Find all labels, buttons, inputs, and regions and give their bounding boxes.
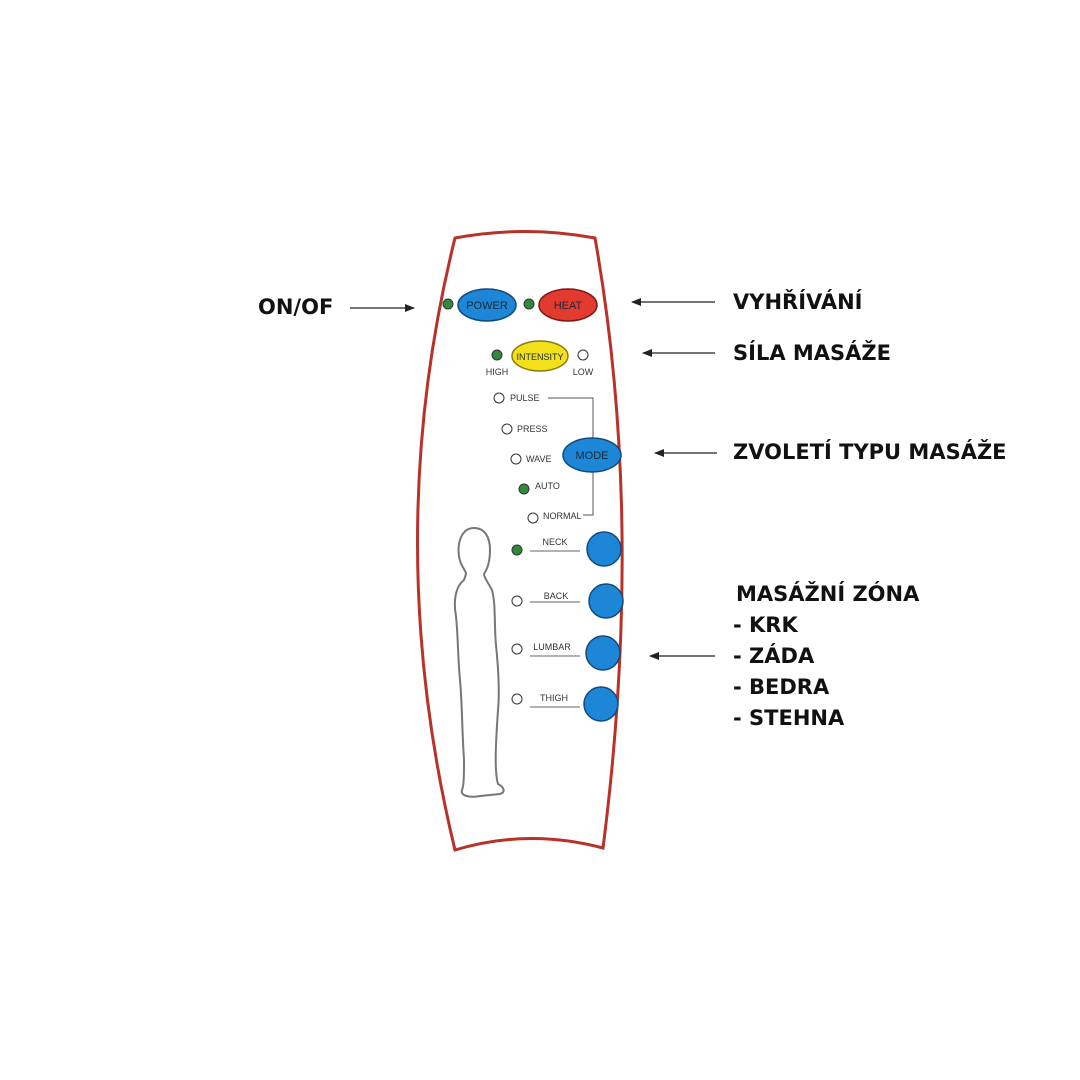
mode-label-pulse: PULSE	[510, 393, 540, 403]
callout-zone-item-zada: - ZÁDA	[733, 643, 815, 668]
mode-button-label: MODE	[576, 450, 609, 462]
mode-label-auto: AUTO	[535, 481, 560, 491]
heat-button-label: HEAT	[554, 300, 583, 312]
zone-label-back: BACK	[544, 591, 569, 601]
neck-zone-button[interactable]	[586, 531, 622, 567]
power-button-label: POWER	[466, 300, 508, 312]
callout-zone-title: MASÁŽNÍ ZÓNA	[736, 581, 920, 606]
intensity-low-led	[577, 349, 589, 361]
zone-label-neck: NECK	[542, 537, 567, 547]
zone-led-thigh	[511, 693, 523, 705]
zone-led-lumbar	[511, 643, 523, 655]
power-led	[442, 298, 454, 310]
power-button[interactable]	[457, 288, 517, 322]
mode-button[interactable]	[562, 437, 622, 473]
intensity-button-label: INTENSITY	[516, 352, 563, 362]
callout-zone-item-krk: - KRK	[733, 613, 798, 637]
callout-zone-item-stehna: - STEHNA	[733, 706, 845, 730]
back-zone-button[interactable]	[588, 583, 624, 619]
zone-led-neck	[511, 544, 523, 556]
zone-label-lumbar: LUMBAR	[533, 642, 571, 652]
mode-label-wave: WAVE	[526, 454, 552, 464]
heat-led	[523, 298, 535, 310]
massage-zones: NECK BACK LUMBAR THIGH	[511, 531, 624, 722]
mode-led-pulse	[493, 392, 505, 404]
mode-label-press: PRESS	[517, 424, 548, 434]
mode-led-wave	[510, 453, 522, 465]
remote-body-outline	[416, 230, 624, 852]
callout-mode: ZVOLETÍ TYPU MASÁŽE	[733, 439, 1007, 464]
callout-on-off: ON/OF	[258, 295, 333, 319]
zone-label-thigh: THIGH	[540, 693, 568, 703]
intensity-high-led	[491, 349, 503, 361]
mode-led-press	[501, 423, 513, 435]
intensity-low-label: LOW	[573, 367, 594, 377]
intensity-high-label: HIGH	[486, 367, 509, 377]
thigh-zone-button[interactable]	[583, 686, 619, 722]
mode-led-normal	[527, 512, 539, 524]
lumbar-zone-button[interactable]	[585, 635, 621, 671]
human-silhouette	[453, 527, 505, 798]
mode-led-auto	[518, 483, 530, 495]
callout-zone-item-bedra: - BEDRA	[733, 675, 830, 699]
heat-button[interactable]	[538, 288, 598, 322]
callout-intensity: SÍLA MASÁŽE	[733, 340, 891, 365]
mode-label-normal: NORMAL	[543, 511, 582, 521]
zone-led-back	[511, 595, 523, 607]
callout-heating: VYHŘÍVÁNÍ	[733, 289, 863, 314]
intensity-button[interactable]	[511, 340, 569, 372]
